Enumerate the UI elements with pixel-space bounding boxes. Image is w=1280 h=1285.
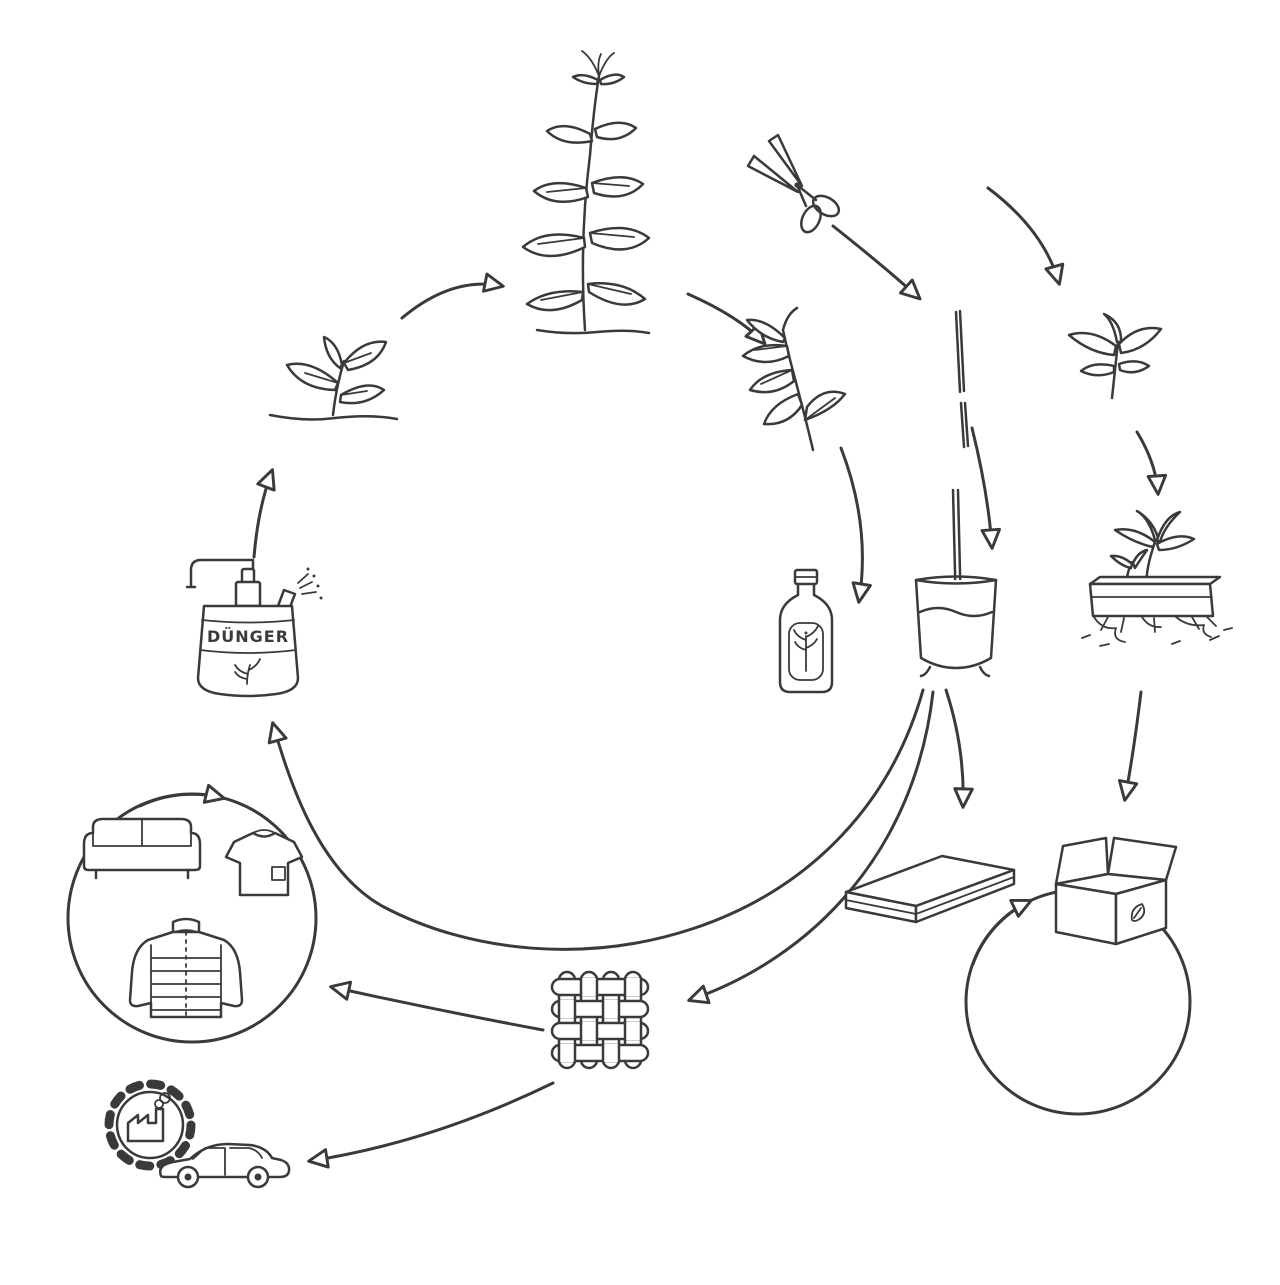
cardboard-box-with-leaf-icon [1054, 836, 1178, 946]
arrow-plant-to-branch [686, 292, 767, 346]
stem-cutting-icon [954, 309, 970, 449]
arrow-branch-to-bottle [839, 446, 872, 604]
woven-fabric-icon [550, 970, 650, 1070]
arrow-to-sprig [986, 186, 1065, 286]
arrow-scissors-to-cutting [831, 224, 922, 301]
leaf-logo-icon [1130, 903, 1146, 922]
car-icon [159, 1142, 291, 1189]
nettle-seedling-icon [268, 335, 399, 421]
glass-of-water-with-cutting-icon [914, 488, 998, 678]
products-group [82, 817, 304, 1019]
arrow-sprayer-to-seedling [252, 468, 276, 559]
arrow-seedling-to-plant [400, 272, 505, 320]
arrow-sprig-to-planter [1135, 430, 1168, 496]
wooden-plank-icon [844, 854, 1016, 924]
extract-bottle-icon [778, 568, 834, 694]
scissors-icon [746, 133, 841, 234]
industry-group [104, 1079, 291, 1189]
fertilizer-label: DÜNGER [207, 627, 289, 646]
planter-box-with-plant-icon [1081, 509, 1233, 647]
arrow-cutting-to-glass [970, 426, 1001, 550]
arrow-box-cycle [971, 898, 1033, 966]
fertilizer-sprayer-icon: DÜNGER [185, 558, 323, 698]
arrow-glass-to-fabric [687, 690, 935, 1005]
arrow-planter-to-box [1117, 690, 1143, 802]
cut-nettle-branch-icon [741, 306, 847, 452]
arrow-glass-to-sprayer [267, 688, 925, 951]
arrow-fabric-to-products [329, 980, 545, 1032]
arrow-glass-to-plank [944, 688, 974, 809]
factory-icon [126, 1107, 165, 1143]
jacket-icon [128, 917, 244, 1019]
nettle-plant-icon [521, 50, 651, 335]
arrow-products-cycle [138, 783, 226, 808]
nettle-sprig-icon [1067, 312, 1163, 400]
t-shirt-icon [224, 829, 304, 897]
sprayer-nozzle-icon [276, 588, 297, 609]
factory-gear-icon [104, 1079, 196, 1171]
sofa-icon [82, 817, 202, 880]
arrow-layer [138, 186, 1168, 1169]
arrow-fabric-to-car [307, 1081, 555, 1169]
